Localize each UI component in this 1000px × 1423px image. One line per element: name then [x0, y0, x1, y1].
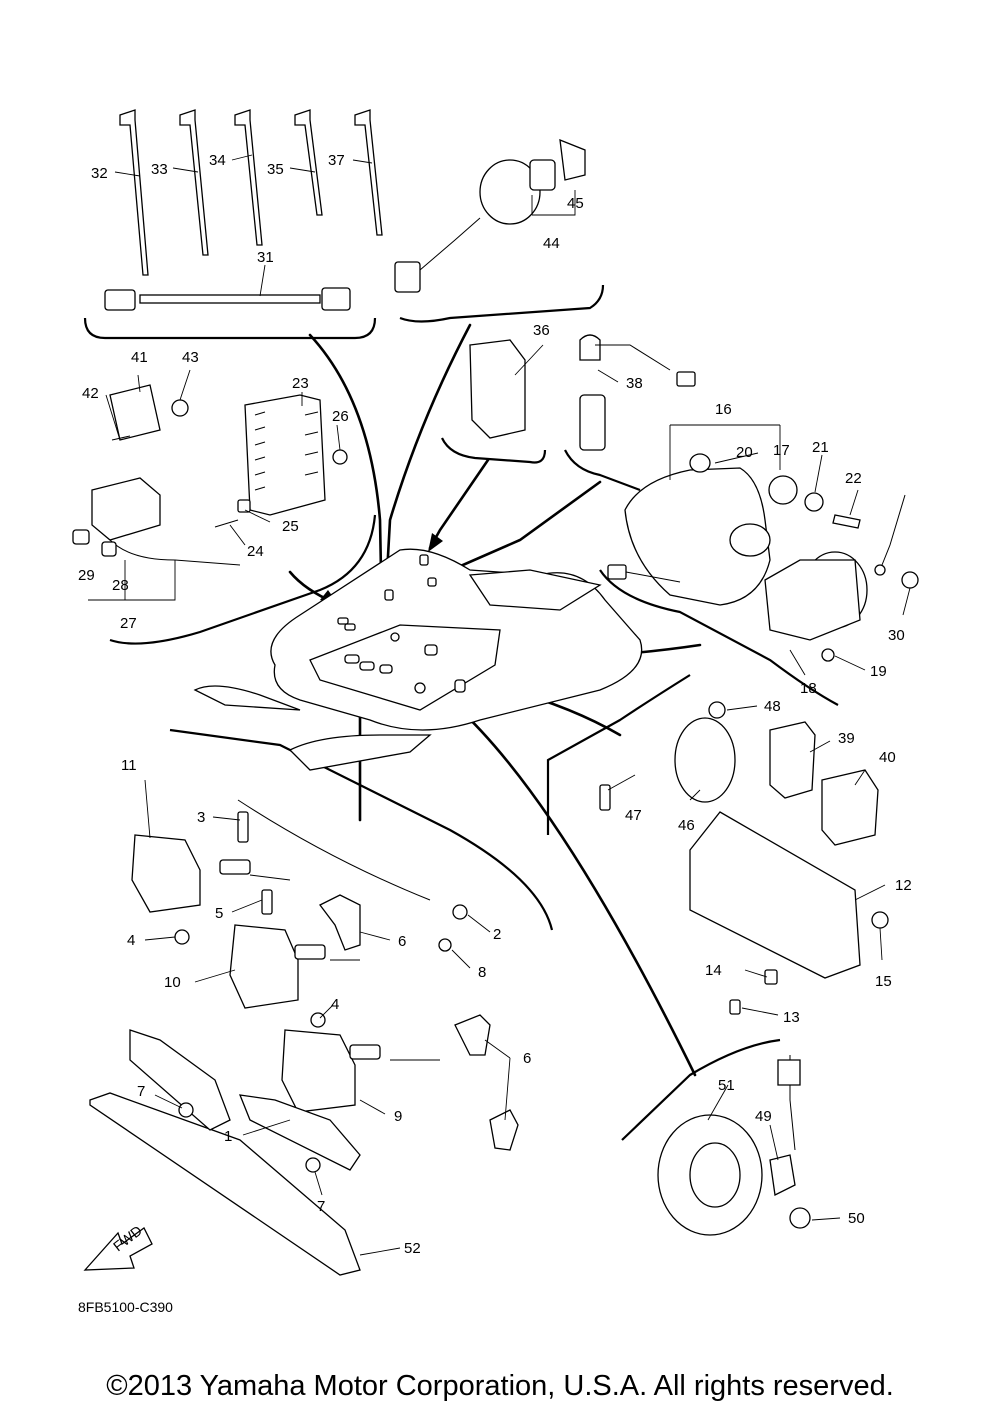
- label-12: 12: [895, 877, 912, 894]
- fwd-badge: FWD: [83, 1222, 153, 1271]
- label-9: 9: [394, 1108, 402, 1125]
- wire-leads-group: [104, 109, 383, 311]
- label-50: 50: [848, 1210, 865, 1227]
- label-1: 1: [224, 1128, 232, 1145]
- relay-group: [469, 334, 696, 451]
- label-34: 34: [209, 152, 226, 169]
- label-42: 42: [82, 385, 99, 402]
- label-25: 25: [282, 518, 299, 535]
- label-26: 26: [332, 408, 349, 425]
- leader-lines: [88, 154, 911, 1256]
- main-switch-group: [394, 138, 586, 293]
- copyright-notice: ©2013 Yamaha Motor Corporation, U.S.A. A…: [106, 1370, 894, 1402]
- label-28: 28: [112, 577, 129, 594]
- label-24: 24: [247, 543, 264, 560]
- callout-labels: 1 2 3 4 4 5 6 6 7 7 8 9 10 11 12 13 14 1…: [78, 152, 912, 1257]
- label-20: 20: [736, 444, 753, 461]
- label-14: 14: [705, 962, 722, 979]
- label-22: 22: [845, 470, 862, 487]
- label-31: 31: [257, 249, 274, 266]
- label-18: 18: [800, 680, 817, 697]
- snowmobile-outline: [193, 548, 643, 771]
- label-44: 44: [543, 235, 560, 252]
- label-3: 3: [197, 809, 205, 826]
- label-38: 38: [626, 375, 643, 392]
- label-49: 49: [755, 1108, 772, 1125]
- label-35: 35: [267, 161, 284, 178]
- section-brackets: [83, 284, 839, 1141]
- label-5: 5: [215, 905, 223, 922]
- label-6b: 6: [523, 1050, 531, 1067]
- ignition-coil-group: [89, 799, 519, 1276]
- label-17: 17: [773, 442, 790, 459]
- label-4b: 4: [331, 996, 339, 1013]
- pickup-group: [657, 1055, 811, 1236]
- label-41: 41: [131, 349, 148, 366]
- label-13: 13: [783, 1009, 800, 1026]
- label-11: 11: [121, 757, 137, 774]
- label-48: 48: [764, 698, 781, 715]
- label-36: 36: [533, 322, 550, 339]
- label-33: 33: [151, 161, 168, 178]
- servo-motor-group: [607, 453, 919, 662]
- label-16: 16: [715, 401, 732, 418]
- label-43: 43: [182, 349, 199, 366]
- label-29: 29: [78, 567, 95, 584]
- label-30: 30: [888, 627, 905, 644]
- label-27: 27: [120, 615, 137, 632]
- label-19: 19: [870, 663, 887, 680]
- ecu-group: [599, 701, 889, 1015]
- label-6a: 6: [398, 933, 406, 950]
- label-51: 51: [718, 1077, 735, 1094]
- label-10: 10: [164, 974, 181, 991]
- label-23: 23: [292, 375, 309, 392]
- label-7b: 7: [317, 1198, 325, 1215]
- label-45: 45: [567, 195, 584, 212]
- part-code: 8FB5100-C390: [78, 1299, 173, 1315]
- label-52: 52: [404, 1240, 421, 1257]
- label-8: 8: [478, 964, 486, 981]
- label-4a: 4: [127, 932, 135, 949]
- label-39: 39: [838, 730, 855, 747]
- label-2: 2: [493, 926, 501, 943]
- label-32: 32: [91, 165, 108, 182]
- label-40: 40: [879, 749, 896, 766]
- label-47: 47: [625, 807, 642, 824]
- label-7a: 7: [137, 1083, 145, 1100]
- label-21: 21: [812, 439, 829, 456]
- label-15: 15: [875, 973, 892, 990]
- label-46: 46: [678, 817, 695, 834]
- label-37: 37: [328, 152, 345, 169]
- regulator-group: [72, 384, 348, 566]
